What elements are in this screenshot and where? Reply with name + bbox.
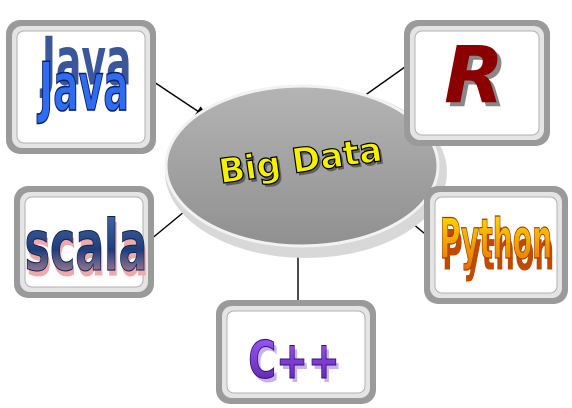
scala-label: scala bbox=[25, 205, 148, 287]
node-r: R R bbox=[404, 20, 550, 146]
r-label-shadow: R bbox=[448, 35, 508, 125]
node-java: Java Java bbox=[6, 20, 156, 154]
arrow-java-to-center bbox=[147, 77, 210, 119]
node-cpp: C++ C++ bbox=[216, 300, 376, 404]
java-label: Java bbox=[36, 47, 128, 126]
cpp-label-shadow: C++ bbox=[251, 334, 343, 395]
python-label: Python bbox=[440, 208, 552, 272]
python-label-shadow: Python bbox=[442, 219, 554, 283]
scala-label-shadow: scala bbox=[26, 210, 149, 292]
cpp-label: C++ bbox=[248, 330, 340, 391]
r-label: R bbox=[444, 31, 504, 121]
center-node: Big Data Big Data bbox=[164, 84, 447, 258]
node-python: Python Python bbox=[424, 186, 568, 304]
node-scala: scala scala bbox=[14, 186, 154, 298]
java-label-shadow: Java bbox=[39, 22, 131, 101]
